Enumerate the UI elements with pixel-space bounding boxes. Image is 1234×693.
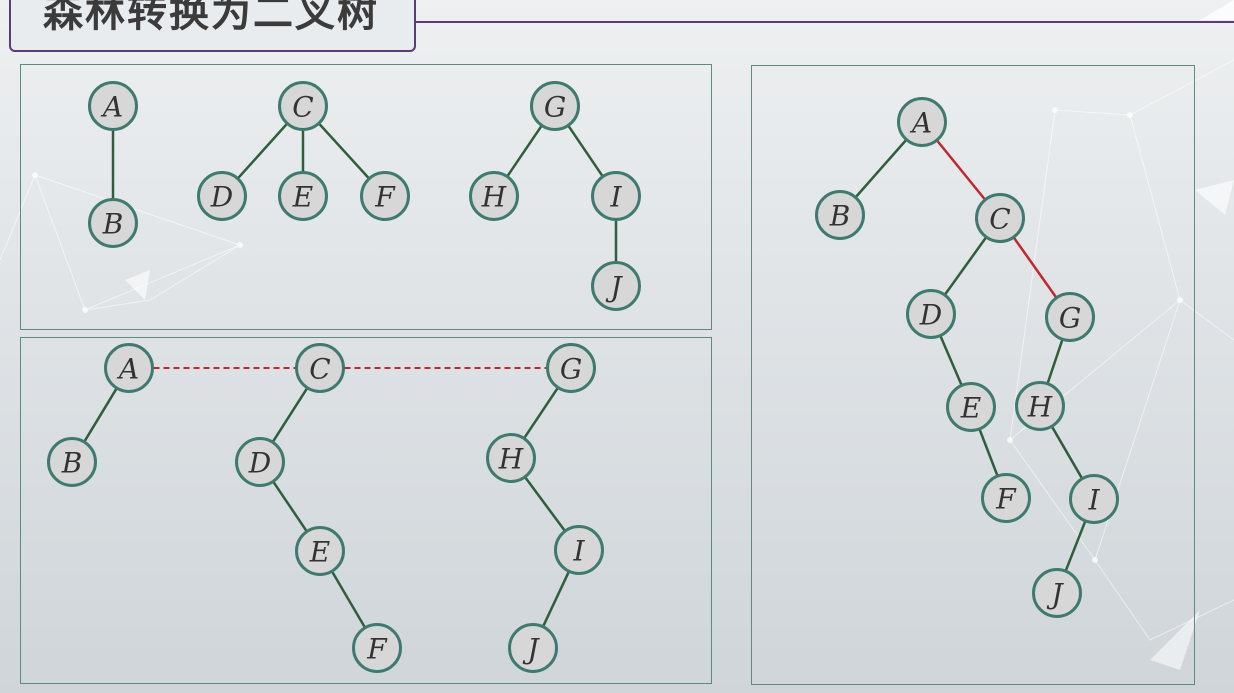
node-F: F	[981, 473, 1031, 523]
title-box: 森林转换为二叉树	[9, 0, 416, 52]
node-label-H: H	[481, 181, 507, 214]
node-label-G: G	[544, 91, 566, 124]
node-A: A	[104, 343, 154, 393]
node-F: F	[360, 171, 410, 221]
node-B: B	[47, 437, 97, 487]
node-C: C	[295, 343, 345, 393]
edge-A-B	[83, 388, 118, 442]
node-A: A	[88, 81, 138, 131]
edge-C-D	[944, 237, 987, 295]
edge-I-J	[542, 571, 570, 627]
node-I: I	[1069, 474, 1119, 524]
node-label-J: J	[1046, 578, 1064, 611]
node-J: J	[591, 261, 641, 311]
edge-G-H	[1046, 339, 1064, 384]
node-label-B: B	[61, 447, 83, 480]
node-C: C	[975, 193, 1025, 243]
binary-tree: A B C D E F G H I J	[815, 97, 1119, 618]
node-label-A: A	[909, 107, 932, 140]
edge-D-E	[939, 336, 963, 385]
node-label-E: E	[960, 392, 981, 425]
node-label-D: D	[919, 299, 942, 332]
forest-panel	[20, 64, 712, 330]
node-label-G: G	[1059, 302, 1081, 335]
node-label-F: F	[374, 181, 396, 214]
node-H: H	[1015, 381, 1065, 431]
node-D: D	[197, 171, 247, 221]
node-label-F: F	[366, 633, 388, 666]
node-label-G: G	[560, 353, 582, 386]
node-B: B	[815, 190, 865, 240]
page-title: 森林转换为二叉树	[43, 0, 379, 36]
edge-H-I	[1051, 426, 1083, 479]
node-label-A: A	[116, 353, 139, 386]
edge-E-F	[331, 571, 366, 628]
node-G: G	[530, 81, 580, 131]
edge-G-H	[506, 125, 543, 177]
node-label-E: E	[309, 536, 330, 569]
edge-C-F	[318, 123, 370, 179]
edge-G-H	[523, 387, 559, 439]
edge-H-I	[524, 476, 566, 532]
node-label-J: J	[605, 271, 623, 304]
node-label-F: F	[995, 483, 1017, 516]
edge-A-B	[855, 139, 907, 198]
edge-C-D	[237, 123, 288, 179]
node-I: I	[554, 525, 604, 575]
sibling-linked-panel	[20, 337, 712, 684]
edge-I-J	[1064, 521, 1087, 571]
node-J: J	[508, 623, 558, 673]
sibling-edge-A-C	[936, 140, 986, 200]
node-F: F	[352, 623, 402, 673]
node-A: A	[897, 97, 947, 147]
node-label-A: A	[100, 91, 123, 124]
binary-tree-panel	[751, 65, 1195, 685]
node-label-C: C	[292, 91, 313, 124]
node-H: H	[469, 171, 519, 221]
node-label-I: I	[609, 181, 622, 214]
node-B: B	[88, 198, 138, 248]
node-label-H: H	[498, 443, 524, 476]
node-label-D: D	[248, 447, 271, 480]
sibling-edge-C-G	[1013, 237, 1057, 298]
node-D: D	[235, 437, 285, 487]
node-E: E	[295, 526, 345, 576]
linked-tree: A B C D E F G H I J	[47, 343, 604, 673]
node-label-I: I	[1087, 484, 1100, 517]
node-D: D	[906, 289, 956, 339]
forest-tree: A B C D E F G H I J	[88, 81, 641, 311]
node-H: H	[486, 433, 536, 483]
node-J: J	[1032, 568, 1082, 618]
node-G: G	[1045, 292, 1095, 342]
node-I: I	[591, 171, 641, 221]
title-underline	[416, 21, 1234, 23]
node-label-J: J	[522, 633, 540, 666]
node-label-I: I	[572, 535, 585, 568]
node-label-D: D	[210, 181, 233, 214]
node-G: G	[546, 343, 596, 393]
edge-E-F	[978, 429, 999, 476]
node-label-H: H	[1027, 391, 1053, 424]
node-label-C: C	[309, 353, 330, 386]
node-E: E	[278, 171, 328, 221]
node-C: C	[278, 81, 328, 131]
node-label-B: B	[102, 208, 124, 241]
edge-C-D	[272, 387, 308, 443]
node-E: E	[946, 382, 996, 432]
edge-D-E	[272, 481, 308, 532]
node-label-E: E	[292, 181, 313, 214]
node-label-B: B	[829, 200, 851, 233]
edge-G-I	[567, 125, 604, 177]
node-label-C: C	[989, 203, 1010, 236]
